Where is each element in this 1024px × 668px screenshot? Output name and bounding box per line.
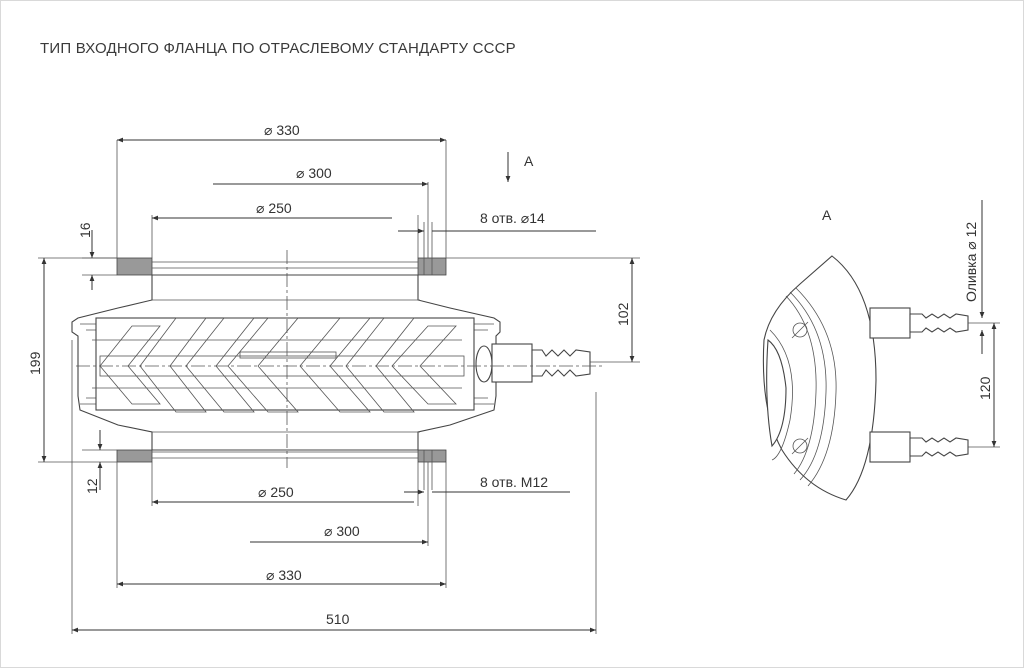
monolith-core bbox=[95, 317, 475, 411]
view-a-lower-pipe bbox=[869, 431, 969, 463]
view-a-housing bbox=[762, 255, 877, 501]
dim-bottom-d330: ⌀ 330 bbox=[266, 567, 302, 583]
outlet-port bbox=[475, 345, 493, 383]
dim-top-d250: ⌀ 250 bbox=[256, 200, 292, 216]
main-section-view bbox=[71, 222, 602, 490]
dim-top-holes: 8 отв. ⌀14 bbox=[480, 210, 545, 226]
drawing-title: ТИП ВХОДНОГО ФЛАНЦА ПО ОТРАСЛЕВОМУ СТАНД… bbox=[40, 40, 516, 57]
dim-flange-16: 16 bbox=[77, 222, 93, 238]
view-a-upper-pipe bbox=[869, 307, 969, 339]
dimensions-main: ⌀ 330 ⌀ 300 ⌀ 250 8 отв. ⌀14 16 199 102 … bbox=[27, 122, 640, 634]
dim-height-199: 199 bbox=[27, 351, 43, 375]
top-flange-left bbox=[116, 257, 153, 276]
dim-nipple-d12: Оливка ⌀ 12 bbox=[963, 222, 979, 302]
dim-flange-12: 12 bbox=[84, 478, 100, 494]
dim-top-d330: ⌀ 330 bbox=[264, 122, 300, 138]
view-a-bolt-hole-bottom bbox=[792, 438, 808, 454]
view-a-label: А bbox=[524, 153, 534, 169]
dim-spacing-120: 120 bbox=[977, 376, 993, 400]
view-a-title: А bbox=[822, 207, 832, 223]
bottom-flange-left bbox=[116, 449, 153, 463]
dim-height-102: 102 bbox=[615, 302, 631, 326]
dim-bottom-holes: 8 отв. М12 bbox=[480, 474, 548, 490]
dim-length-510: 510 bbox=[326, 611, 350, 627]
outlet-fitting bbox=[491, 343, 533, 383]
view-a-bolt-hole-top bbox=[792, 322, 808, 338]
dim-top-d300: ⌀ 300 bbox=[296, 165, 332, 181]
dim-bottom-d250: ⌀ 250 bbox=[258, 484, 294, 500]
dim-bottom-d300: ⌀ 300 bbox=[324, 523, 360, 539]
view-a-opening bbox=[766, 338, 787, 448]
view-a: А 120 Оливка ⌀ 12 bbox=[762, 200, 1000, 501]
outlet-nipple bbox=[531, 349, 591, 377]
